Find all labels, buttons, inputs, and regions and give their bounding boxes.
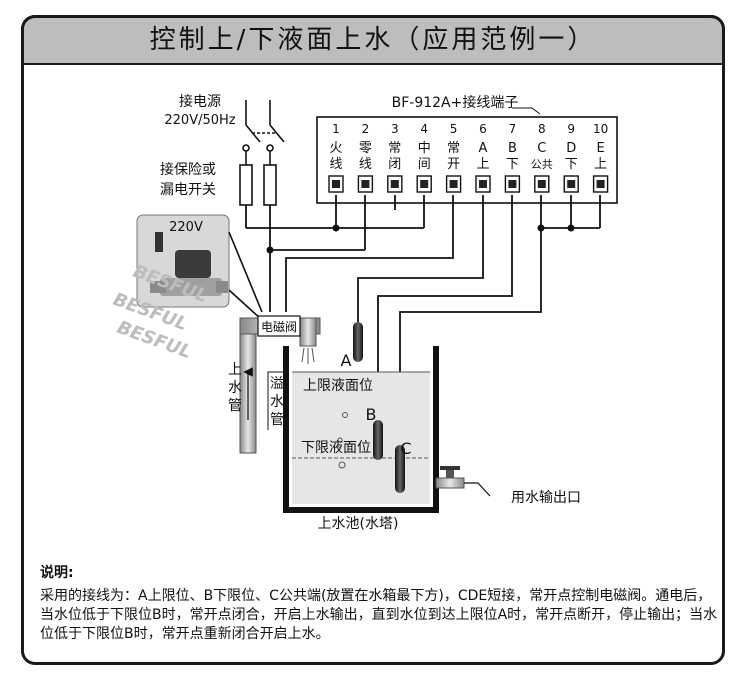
terminal-8-num: 8 xyxy=(538,122,546,136)
upper-level-label: 上限液面位 xyxy=(303,378,373,394)
solenoid-valve xyxy=(257,315,301,337)
terminal-5: 5 常开 xyxy=(445,122,462,193)
terminal-5-c1: 常 xyxy=(447,141,460,156)
terminal-7-num: 7 xyxy=(509,122,517,136)
terminal-6-num: 6 xyxy=(479,122,487,136)
page-title: 控制上/下液面上水（应用范例一） xyxy=(21,15,725,65)
terminal-3-c2: 闭 xyxy=(388,157,401,172)
overflow-pipe-label-2: 水 xyxy=(270,394,284,410)
terminal-5-c2: 开 xyxy=(447,157,460,172)
lower-level-label: 下限液面位 xyxy=(301,440,371,456)
overflow-pipe-label-1: 溢 xyxy=(270,376,284,392)
terminal-5-num: 5 xyxy=(450,122,458,136)
probe-a xyxy=(353,322,363,362)
probe-c-label: C xyxy=(400,439,411,458)
inlet-pipe-label-2: 水 xyxy=(228,380,242,396)
terminal-7-c2: 下 xyxy=(506,157,519,172)
fuses xyxy=(239,151,277,206)
power-switch xyxy=(242,100,285,152)
power-voltage-label: 220V/50Hz xyxy=(164,113,235,128)
probe-b-label: B xyxy=(366,405,377,424)
terminal-6-c1: A xyxy=(479,141,488,156)
terminal-4-c2: 间 xyxy=(418,157,431,172)
terminal-3-c1: 常 xyxy=(388,141,401,156)
terminal-2-num: 2 xyxy=(362,122,370,136)
probe-a-label: A xyxy=(341,351,352,370)
fuse-label: 接保险或 xyxy=(160,161,216,178)
description-heading: 说明: xyxy=(40,565,74,581)
valve-photo xyxy=(136,214,263,321)
terminal-9: 9D下 xyxy=(563,122,579,193)
outlet-label: 用水输出口 xyxy=(511,490,581,506)
description-text: 采用的接线为：A上限位、B下限位、C公共端(放置在水箱最下方)，CDE短接，常开… xyxy=(40,588,718,642)
terminal-4: 4 中间 xyxy=(416,122,432,193)
terminal-3-num: 3 xyxy=(391,122,399,136)
terminal-9-c1: D xyxy=(566,141,576,156)
terminal-1-c2: 线 xyxy=(329,157,342,172)
terminal-8-c1: C xyxy=(537,141,546,156)
terminal-9-num: 9 xyxy=(567,122,575,136)
power-label: 接电源 xyxy=(179,93,221,110)
wiring xyxy=(245,195,601,445)
terminal-7: 7B下 xyxy=(504,122,521,193)
terminal-9-c2: 下 xyxy=(565,157,578,172)
terminal-4-c1: 中 xyxy=(418,141,431,156)
terminal-3: 3 常闭 xyxy=(387,122,403,193)
description: 说明: 采用的接线为：A上限位、B下限位、C公共端(放置在水箱最下方)，CDE短… xyxy=(40,564,720,644)
inlet-pipe-label-3: 管 xyxy=(228,398,242,414)
terminal-2-c2: 线 xyxy=(359,157,372,172)
water-spray xyxy=(301,347,315,364)
tank-name-label: 上水池(水塔) xyxy=(318,516,399,532)
valve-voltage-label: 220V xyxy=(169,220,203,235)
terminal-block-model: BF-912A+接线端子 xyxy=(392,94,519,111)
probe-b xyxy=(373,420,383,460)
outlet-tap xyxy=(435,466,491,497)
terminal-10-num: 10 xyxy=(593,122,608,136)
terminal-6: 6A上 xyxy=(475,122,491,193)
terminal-4-num: 4 xyxy=(420,122,428,136)
solenoid-valve-label: 电磁阀 xyxy=(261,319,297,334)
terminal-8: 8C 公共 xyxy=(531,122,553,193)
terminal-10-c1: E xyxy=(596,141,604,156)
terminal-2: 2 零线 xyxy=(357,122,374,193)
fuse-label-2: 漏电开关 xyxy=(160,182,216,198)
terminal-6-c2: 上 xyxy=(476,157,489,172)
terminal-2-c1: 零 xyxy=(359,141,372,156)
terminal-7-c1: B xyxy=(508,141,517,156)
inlet-pipe-label-1: 上 xyxy=(228,362,242,378)
terminal-8-c2: 公共 xyxy=(531,158,553,171)
terminal-1-num: 1 xyxy=(332,122,340,136)
water-tank xyxy=(283,346,439,513)
terminal-10-c2: 上 xyxy=(594,157,607,172)
terminal-1-c1: 火 xyxy=(329,141,342,156)
probe-c xyxy=(395,445,405,493)
terminal-1: 1 火线 xyxy=(328,122,344,193)
overflow-pipe-label-3: 管 xyxy=(270,412,284,428)
